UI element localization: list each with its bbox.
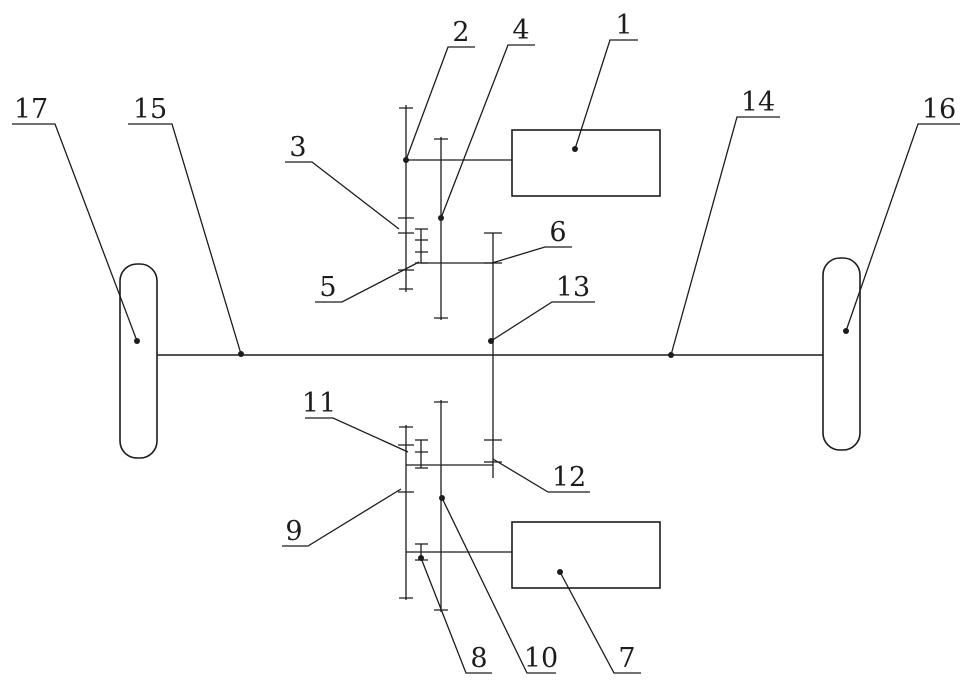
leader-dot-1: [572, 146, 578, 152]
label-text-6: 6: [549, 217, 566, 248]
leader-line-1: [574, 39, 638, 150]
leader-dot-16: [843, 328, 849, 334]
label-8: 8: [418, 555, 492, 674]
label-text-2: 2: [452, 17, 469, 48]
label-14: 14: [668, 87, 780, 358]
upper-countershaft: [398, 105, 414, 292]
label-text-17: 17: [14, 94, 48, 125]
label-text-4: 4: [512, 15, 529, 46]
label-10: 10: [439, 495, 558, 674]
leader-dot-4: [438, 215, 444, 221]
leader-line-17: [12, 123, 138, 342]
upper-intermediate-shaft: [434, 137, 448, 320]
leader-dot-17: [134, 338, 140, 344]
label-12: 12: [492, 458, 590, 493]
label-text-8: 8: [470, 643, 487, 674]
label-6: 6: [491, 217, 572, 264]
label-3: 3: [285, 132, 400, 230]
label-text-7: 7: [618, 643, 635, 674]
leader-line-14: [670, 116, 780, 356]
label-17: 17: [12, 94, 140, 344]
label-text-3: 3: [289, 132, 306, 163]
label-1: 1: [572, 10, 638, 152]
label-text-11: 11: [302, 388, 336, 419]
label-text-13: 13: [556, 272, 590, 303]
leader-dot-8: [418, 555, 424, 561]
leader-line-13: [490, 301, 595, 342]
motor-box-7: [511, 521, 661, 589]
label-text-14: 14: [741, 87, 775, 118]
label-16: 16: [843, 94, 960, 334]
label-text-9: 9: [285, 516, 302, 547]
leader-dot-2: [403, 157, 409, 163]
upper-output-shaft: [484, 232, 502, 355]
leader-line-12: [492, 458, 590, 493]
leader-line-16: [845, 123, 960, 332]
right-wheel: [822, 257, 861, 451]
leader-dot-7: [557, 569, 563, 575]
leader-line-9: [282, 488, 402, 547]
label-2: 2: [403, 17, 475, 163]
label-4: 4: [438, 15, 535, 221]
leader-dot-13: [488, 338, 494, 344]
leader-line-2: [405, 46, 475, 161]
label-text-12: 12: [552, 462, 586, 493]
leader-line-11: [305, 417, 409, 453]
label-9: 9: [282, 488, 402, 547]
label-text-16: 16: [922, 94, 956, 125]
leader-line-4: [440, 44, 535, 219]
leader-line-15: [128, 123, 242, 355]
label-text-15: 15: [133, 94, 167, 125]
label-13: 13: [488, 272, 595, 344]
leader-dot-14: [668, 352, 674, 358]
label-7: 7: [557, 569, 641, 674]
left-wheel: [119, 263, 158, 459]
leader-dot-15: [238, 351, 244, 357]
leader-line-8: [420, 557, 492, 674]
lower-synchronizer: [415, 439, 428, 469]
leader-line-6: [491, 246, 572, 264]
leader-line-7: [559, 571, 641, 674]
upper-synchronizer: [415, 228, 428, 264]
label-11: 11: [302, 388, 409, 453]
label-text-5: 5: [319, 272, 336, 303]
leader-line-5: [315, 261, 420, 303]
lower-countershaft: [398, 425, 414, 600]
leader-line-3: [285, 161, 400, 230]
label-15: 15: [128, 94, 244, 357]
leader-line-10: [441, 497, 556, 674]
label-text-10: 10: [524, 643, 558, 674]
leader-dot-10: [439, 495, 445, 501]
label-5: 5: [315, 261, 420, 303]
motor-box-1: [511, 129, 661, 197]
label-text-1: 1: [615, 10, 632, 41]
